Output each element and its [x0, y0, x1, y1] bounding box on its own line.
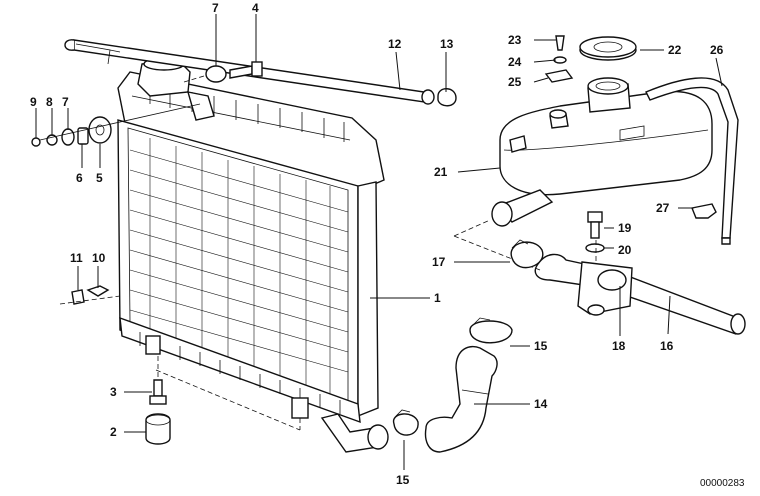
hose-clamp-15-upper	[469, 320, 513, 344]
callout-25: 25	[508, 75, 522, 89]
callout-7-left: 7	[62, 95, 69, 109]
washer-20	[585, 243, 605, 253]
washer-7	[61, 128, 75, 146]
bolt-19-shank	[590, 221, 600, 239]
sleeve-6	[77, 127, 89, 145]
outlet-pipe-end	[367, 424, 389, 450]
callout-10: 10	[92, 251, 106, 265]
callout-27: 27	[656, 201, 670, 215]
callout-3: 3	[110, 385, 117, 399]
bracket-25	[544, 69, 574, 83]
callout-18: 18	[612, 339, 626, 353]
screw-10	[86, 285, 110, 297]
callout-26: 26	[710, 43, 724, 57]
callout-4: 4	[252, 1, 259, 15]
bolt-3-head	[149, 395, 167, 405]
hose-clamp-15-lower	[393, 413, 419, 436]
expansion-tank-outlet-end	[491, 201, 513, 227]
callout-7-top: 7	[212, 1, 219, 15]
radiator-side-channel	[357, 181, 379, 418]
callout-23: 23	[508, 33, 522, 47]
callout-14: 14	[534, 397, 548, 411]
callout-24: 24	[508, 55, 522, 69]
callout-8: 8	[46, 95, 53, 109]
expansion-tank	[491, 77, 713, 227]
expansion-tank-neck-top	[587, 77, 629, 95]
callout-17: 17	[432, 255, 446, 269]
callout-9: 9	[30, 95, 37, 109]
rubber-mount-2	[145, 413, 171, 445]
callout-labels: 7 4 12 13 23 22 26 24 25 9 8 7 6 5 21 27…	[30, 1, 745, 489]
diagram-reference-code: 00000283	[700, 478, 745, 489]
clip-27	[691, 203, 717, 219]
callout-12: 12	[388, 37, 402, 51]
hose-16-end	[730, 313, 746, 335]
callout-20: 20	[618, 243, 632, 257]
callout-19: 19	[618, 221, 632, 235]
callout-6: 6	[76, 171, 83, 185]
mount-hardware-lower-left	[59, 285, 121, 305]
overflow-hose-end	[421, 89, 435, 105]
radiator-foot-left	[145, 335, 161, 355]
hose-16	[534, 253, 744, 335]
expansion-tank-cap	[579, 36, 637, 61]
rubber-mount-5	[88, 116, 112, 144]
callout-15-upper: 15	[534, 339, 548, 353]
hose-14	[424, 345, 498, 453]
callout-5: 5	[96, 171, 103, 185]
callout-16: 16	[660, 339, 674, 353]
bolt-3	[153, 379, 163, 397]
callout-11: 11	[70, 251, 83, 265]
radiator-core-fins	[129, 138, 349, 398]
hose-clamp-17	[510, 241, 544, 269]
bolt-4-head	[251, 61, 263, 77]
hose-clamp-13	[437, 88, 457, 107]
radiator-foot-right	[291, 397, 309, 419]
washer-7-top	[205, 65, 227, 83]
callout-2: 2	[110, 425, 117, 439]
callout-22: 22	[668, 43, 682, 57]
nut-9	[31, 137, 41, 147]
callout-13: 13	[440, 37, 454, 51]
nut-11	[71, 289, 85, 305]
callout-15-lower: 15	[396, 473, 410, 487]
leader-lines	[35, 14, 723, 470]
callout-1: 1	[434, 291, 441, 305]
callout-21: 21	[434, 165, 448, 179]
screw-23	[555, 35, 565, 51]
radiator	[117, 57, 389, 453]
bolt-19-head	[587, 211, 603, 223]
